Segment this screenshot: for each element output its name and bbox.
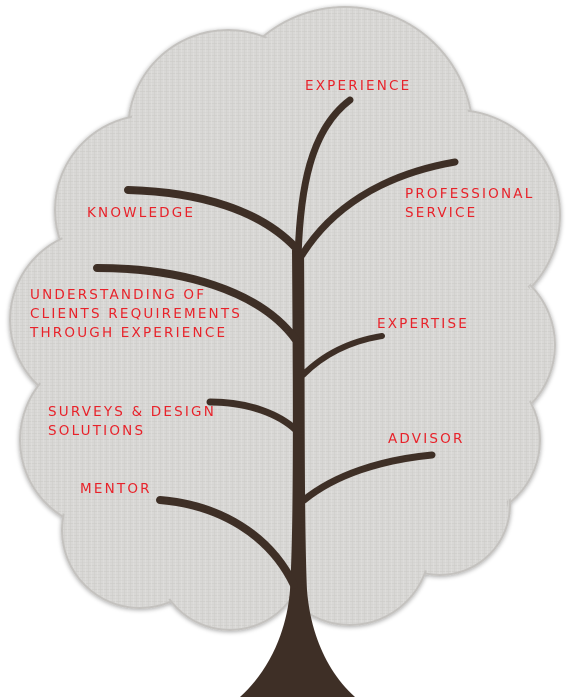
label-line: SURVEYS & DESIGN: [48, 404, 217, 420]
label-mentor: MENTOR: [80, 480, 152, 499]
label-line: UNDERSTANDING OF: [30, 287, 207, 303]
label-advisor: ADVISOR: [388, 430, 465, 449]
label-experience: EXPERIENCE: [305, 77, 411, 96]
label-line: CLIENTS REQUIREMENTS: [30, 306, 243, 322]
label-knowledge: KNOWLEDGE: [87, 204, 195, 223]
label-line: KNOWLEDGE: [87, 205, 196, 221]
label-line: SERVICE: [405, 205, 478, 221]
label-line: EXPERIENCE: [305, 78, 412, 94]
label-understanding: UNDERSTANDING OF CLIENTS REQUIREMENTS TH…: [30, 286, 242, 343]
tree-branches: [93, 96, 459, 589]
label-line: THROUGH EXPERIENCE: [30, 325, 228, 341]
label-surveys: SURVEYS & DESIGN SOLUTIONS: [48, 403, 216, 441]
label-line: SOLUTIONS: [48, 423, 146, 439]
label-line: MENTOR: [80, 481, 152, 497]
label-line: EXPERTISE: [377, 316, 469, 332]
label-professional-service: PROFESSIONAL SERVICE: [405, 185, 534, 223]
label-line: ADVISOR: [388, 431, 465, 447]
tree-trunk: [240, 250, 355, 697]
label-expertise: EXPERTISE: [377, 315, 469, 334]
label-line: PROFESSIONAL: [405, 186, 535, 202]
